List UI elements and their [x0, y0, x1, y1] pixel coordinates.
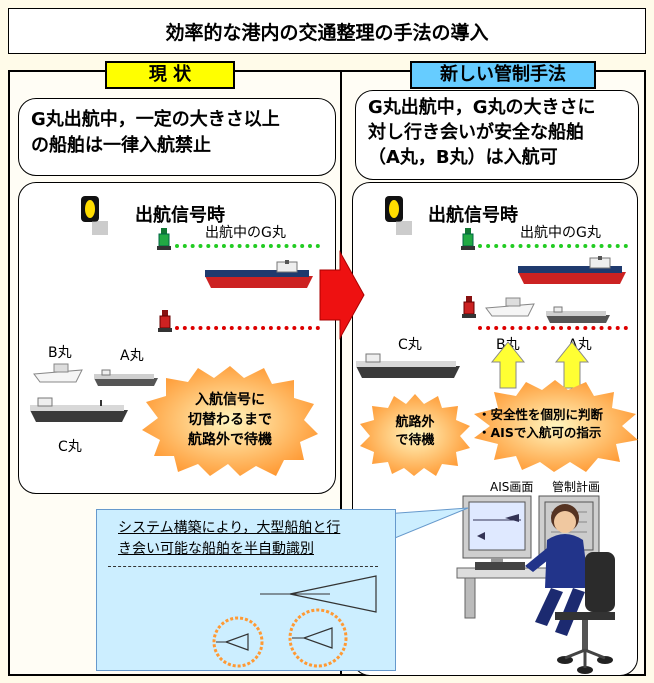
new-judge-line1: ・安全性を個別に判断	[478, 407, 604, 422]
current-ship-a-label: A丸	[120, 348, 144, 364]
departing-ship-g-icon	[205, 260, 313, 288]
current-condition-line1: G丸出航中，一定の大きさ以上	[31, 109, 280, 130]
current-signal-label: 出航信号時	[135, 205, 225, 226]
green-buoy-icon	[157, 228, 171, 250]
current-wait-text: 入航信号に 切替わるまで 航路外で待機	[180, 390, 280, 450]
ship-b-icon	[33, 363, 83, 383]
new-condition-line2: 対し行き会いが安全な船舶	[368, 122, 584, 143]
control-plan-label: 管制計画	[552, 480, 601, 494]
new-ship-c-label: C丸	[398, 337, 422, 353]
new-wait-text: 航路外 で待機	[380, 414, 450, 450]
new-condition-line1: G丸出航中，G丸の大きさに	[368, 97, 596, 118]
departing-ship-g-icon	[518, 256, 626, 284]
ship-c-icon	[30, 397, 128, 422]
green-channel-line	[175, 244, 320, 248]
current-wait-line2: 切替わるまで	[188, 412, 272, 428]
current-condition-line2: の船舶は一律入航禁止	[31, 135, 211, 156]
ship-a-icon	[546, 306, 610, 323]
current-departing-label: 出航中のG丸	[205, 225, 286, 241]
column-divider	[340, 72, 342, 674]
current-header: 現 状	[105, 61, 235, 89]
red-buoy-icon	[158, 310, 172, 332]
signal-light-icon	[81, 196, 108, 235]
new-wait-line1: 航路外	[395, 415, 435, 430]
new-condition-box: G丸出航中，G丸の大きさに 対し行き会いが安全な船舶 （A丸，B丸）は入航可	[355, 90, 639, 180]
new-condition-line3: （A丸，B丸）は入航可	[368, 147, 558, 168]
green-channel-line	[478, 244, 628, 248]
new-judge-burst	[474, 380, 638, 472]
red-channel-line	[478, 326, 628, 330]
red-channel-line	[175, 326, 320, 330]
current-wait-burst	[142, 366, 318, 476]
new-wait-line2: で待機	[395, 433, 435, 448]
new-method-header: 新しい管制手法	[410, 61, 596, 89]
ship-b-icon	[485, 297, 535, 317]
system-info-line1: システム構築により，大型船舶と行	[118, 520, 341, 536]
transition-arrow-icon	[319, 250, 365, 340]
new-judge-line2: ・AISで入航可の指示	[478, 425, 602, 440]
info-dashed-separator	[108, 566, 378, 567]
page-title: 効率的な港内の交通整理の手法の導入	[8, 8, 646, 54]
ais-screen-label: AIS画面	[490, 480, 534, 494]
new-departing-label: 出航中のG丸	[520, 225, 601, 241]
current-condition-box: G丸出航中，一定の大きさ以上 の船舶は一律入航禁止	[18, 98, 336, 176]
current-wait-line3: 航路外で待機	[188, 432, 272, 448]
current-wait-line1: 入航信号に	[195, 392, 265, 408]
signal-light-icon	[385, 196, 412, 235]
new-judge-text: ・安全性を個別に判断 ・AISで入航可の指示	[478, 406, 638, 442]
new-signal-label: 出航信号時	[428, 205, 518, 226]
ship-a-icon	[94, 369, 158, 386]
red-buoy-icon	[462, 296, 476, 318]
ship-c-icon	[356, 353, 460, 378]
system-info-text: システム構築により，大型船舶と行 き会い可能な船舶を半自動識別	[118, 518, 388, 560]
new-wait-burst	[360, 394, 470, 476]
current-ship-c-label: C丸	[58, 439, 82, 455]
operator-workstation-icon	[456, 495, 615, 674]
green-buoy-icon	[461, 228, 475, 250]
ship-identification-diagram	[212, 575, 377, 668]
system-info-line2: き会い可能な船舶を半自動識別	[118, 541, 314, 557]
current-ship-b-label: B丸	[48, 345, 72, 361]
entry-permitted-arrows-icon	[490, 341, 590, 389]
